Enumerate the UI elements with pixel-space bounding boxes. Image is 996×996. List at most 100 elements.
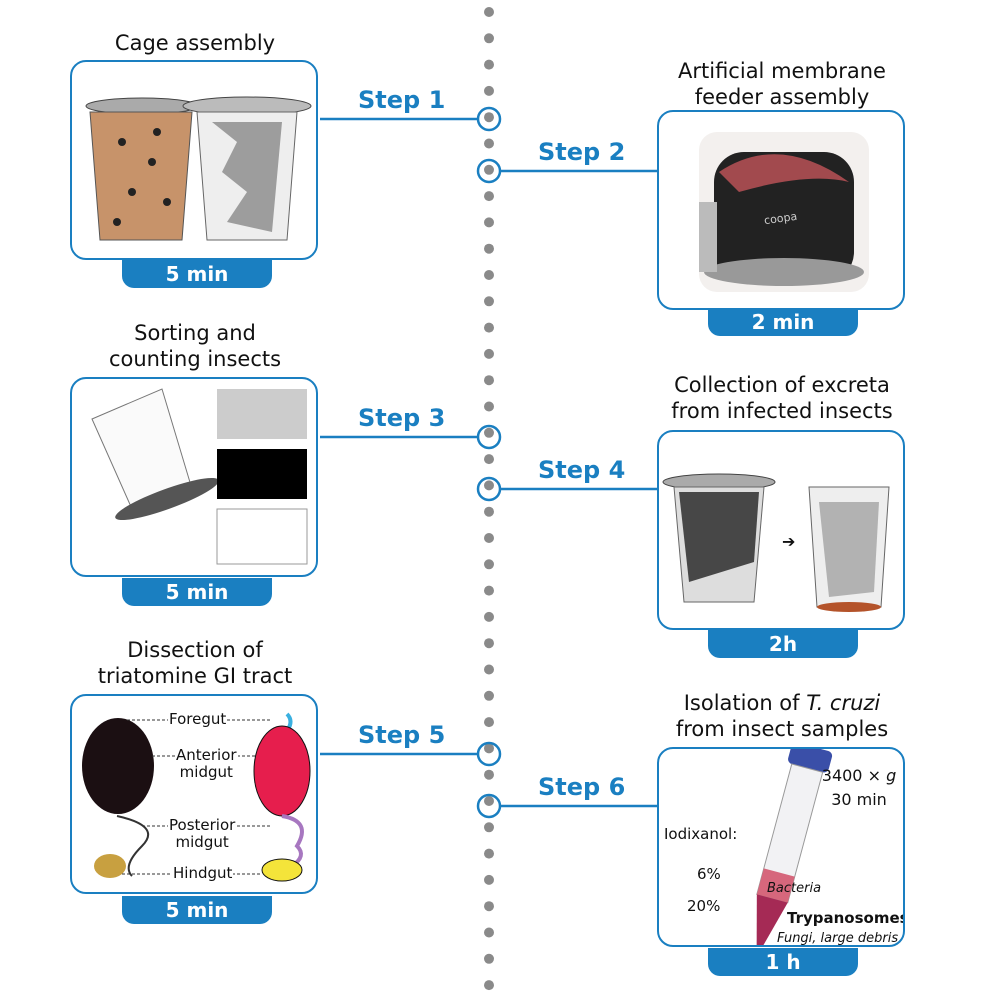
step-2-card: coopa (657, 110, 905, 310)
step-2-time-badge: 2 min (708, 308, 858, 336)
speed-unit: g (886, 766, 897, 785)
label-line: midgut (179, 763, 233, 781)
step-5-title: Dissection of triatomine GI tract (45, 637, 345, 689)
step-5-label: Step 5 (358, 721, 446, 749)
timeline-dot (484, 243, 494, 254)
timeline-dot (484, 138, 494, 149)
centrifuge-speed: 3400 × g (819, 764, 899, 788)
timeline-dot (484, 848, 494, 859)
pct-6-label: 6% (697, 865, 721, 883)
step-5-time-badge: 5 min (122, 896, 272, 924)
timeline-dot (484, 270, 494, 280)
timeline-dot (484, 427, 494, 438)
timeline-dot (484, 796, 494, 806)
timeline-dot (484, 164, 494, 175)
step-6-label: Step 6 (538, 773, 626, 801)
timeline-dot (484, 822, 494, 833)
timeline-ring-1 (476, 106, 502, 132)
timeline-dot (484, 717, 494, 728)
sorting-illustration (91, 388, 308, 565)
timeline-dot (484, 901, 494, 912)
gi-tract-illustration (82, 712, 311, 882)
timeline-ring-4 (476, 476, 502, 502)
step-1-title: Cage assembly (114, 31, 276, 55)
step-4-card: ➔ (657, 430, 905, 630)
timeline-dot (484, 611, 494, 622)
label-hindgut: Hindgut (172, 864, 234, 882)
timeline-dot (484, 348, 494, 359)
timeline-dot (484, 191, 494, 202)
step-4-time-badge: 2h (708, 630, 858, 658)
timeline-dot (484, 638, 494, 649)
pct-20-label: 20% (687, 897, 721, 915)
timeline-dots (484, 7, 494, 991)
title-line: from insect samples (675, 717, 889, 741)
iodixanol-label: Iodixanol: (664, 825, 738, 843)
centrifuge-time: 30 min (831, 790, 887, 809)
step-4-label: Step 4 (538, 456, 626, 484)
timeline-dot (484, 85, 494, 96)
timeline-dot (484, 112, 494, 123)
title-line: Isolation of T. cruzi (632, 690, 932, 716)
species-name: T. cruzi (806, 691, 881, 715)
step-3-time-badge: 5 min (122, 578, 272, 606)
timeline-dot (484, 743, 494, 754)
step-1-time-badge: 5 min (122, 260, 272, 288)
timeline-dot (484, 664, 494, 675)
timeline-dot (484, 322, 494, 333)
step-3-card (70, 377, 318, 577)
timeline-dot (484, 690, 494, 701)
timeline-dot (484, 585, 494, 596)
step-1-card (70, 60, 318, 260)
timeline-dot (484, 769, 494, 780)
trypanosomes-label: Trypanosomes (787, 909, 905, 927)
title-line: Collection of excreta (674, 373, 890, 397)
title-line: triatomine GI tract (97, 664, 293, 688)
label-line: Anterior (176, 746, 237, 764)
cage-illustration (85, 96, 312, 241)
step-4-title: Collection of excreta from infected inse… (632, 372, 932, 424)
timeline-dot (484, 7, 494, 17)
title-line: feeder assembly (694, 85, 870, 109)
timeline-dot (484, 296, 494, 307)
title-line: from infected insects (671, 399, 893, 423)
timeline-dot (484, 533, 494, 543)
title-line: Dissection of (127, 638, 263, 662)
timeline-ring-2 (476, 158, 502, 184)
title-line: counting insects (108, 347, 282, 371)
centrifuge-settings: 3400 × g 30 min (819, 764, 899, 812)
step-3-title: Sorting and counting insects (45, 320, 345, 372)
timeline-dot (484, 401, 494, 412)
svg-text:➔: ➔ (782, 532, 795, 551)
timeline-dot (484, 506, 494, 517)
excreta-collection-illustration: ➔ (662, 473, 890, 612)
label-foregut: Foregut (168, 710, 228, 728)
timeline-ring-5 (476, 741, 502, 767)
timeline-dot (484, 480, 494, 491)
centrifuge-tube-illustration (756, 749, 833, 945)
timeline-dot (484, 927, 494, 938)
timeline-ring-6 (476, 793, 502, 819)
step-6-title: Isolation of T. cruzi from insect sample… (632, 690, 932, 742)
timeline-dot (484, 980, 494, 991)
title-line: Sorting and (134, 321, 256, 345)
timeline-dot (484, 217, 494, 228)
speed-value: 3400 × (821, 766, 887, 785)
timeline-dot (484, 874, 494, 885)
timeline-dot (484, 559, 494, 570)
label-line: midgut (175, 833, 229, 851)
timeline-dot (484, 375, 494, 386)
step-1-label: Step 1 (358, 86, 446, 114)
step-6-card: 3400 × g 30 min Iodixanol: 6% 20% Bacter… (657, 747, 905, 947)
title-text: Isolation of (683, 691, 807, 715)
timeline-ring-3 (476, 424, 502, 450)
label-line: Posterior (169, 816, 236, 834)
title-line: Artificial membrane (678, 59, 886, 83)
timeline-dot (484, 59, 494, 70)
timeline-dot (484, 33, 494, 44)
timeline-dot (484, 454, 494, 465)
